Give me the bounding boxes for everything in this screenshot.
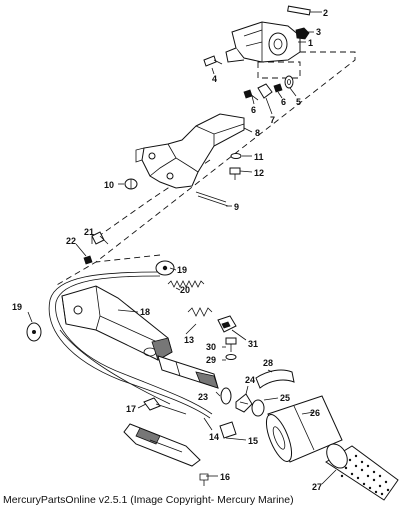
callout-30: 30 — [206, 342, 216, 352]
callout-11: 11 — [254, 152, 264, 162]
callout-1: 1 — [308, 38, 313, 48]
screw-part — [203, 55, 223, 67]
knob-part — [124, 178, 138, 190]
oring-clip-parts — [220, 387, 253, 413]
callout-12: 12 — [254, 168, 264, 178]
callout-7: 7 — [270, 115, 275, 125]
washer-bolt-parts — [229, 153, 242, 180]
callout-5: 5 — [296, 97, 301, 107]
callout-22: 22 — [66, 236, 76, 246]
callout-3: 3 — [316, 27, 321, 37]
cable-link-part — [187, 307, 237, 333]
ring-part — [251, 399, 265, 417]
nut-part — [295, 27, 310, 40]
callout-17: 17 — [126, 404, 136, 414]
spring-part — [167, 280, 205, 288]
small-hardware-parts — [83, 231, 109, 265]
callout-19-right: 19 — [177, 265, 187, 275]
callout-31: 31 — [248, 339, 258, 349]
callout-6a: 6 — [251, 105, 256, 115]
callout-25: 25 — [280, 393, 290, 403]
callout-29: 29 — [206, 355, 216, 365]
callout-2: 2 — [323, 8, 328, 18]
assembly-dashed-lines — [54, 51, 356, 287]
callout-24: 24 — [245, 375, 255, 385]
callout-23: 23 — [198, 392, 208, 402]
callout-9: 9 — [234, 202, 239, 212]
callout-19-left: 19 — [12, 302, 22, 312]
callout-16: 16 — [220, 472, 230, 482]
washer-part — [284, 75, 294, 89]
shift-mechanism-part — [123, 397, 237, 486]
callout-6b: 6 — [281, 97, 286, 107]
callout-4: 4 — [212, 74, 217, 84]
throttle-shaft-part — [157, 355, 219, 389]
callout-15: 15 — [248, 436, 258, 446]
callout-8: 8 — [255, 128, 260, 138]
callout-18: 18 — [140, 307, 150, 317]
steering-arm-part — [135, 113, 245, 189]
callout-20: 20 — [180, 285, 190, 295]
callout-14: 14 — [209, 432, 219, 442]
callout-21: 21 — [84, 227, 94, 237]
screw-washer-parts — [225, 337, 237, 360]
tiller-arm-part — [61, 285, 173, 361]
wire-part — [195, 191, 229, 207]
pivot-bracket-part — [225, 21, 301, 63]
fitting-parts — [243, 83, 283, 101]
callout-26: 26 — [310, 408, 320, 418]
handle-sleeve-part — [265, 395, 343, 463]
callout-13: 13 — [184, 335, 194, 345]
callout-10: 10 — [104, 180, 114, 190]
handle-grip-part — [325, 443, 399, 501]
callout-numbers: 1 2 3 4 5 6 6 7 8 9 10 11 12 13 14 15 16… — [12, 8, 328, 492]
disc-part-left — [26, 322, 42, 342]
callout-27: 27 — [312, 482, 322, 492]
disc-part-right — [155, 260, 175, 276]
pin-part — [287, 5, 311, 16]
shield-part — [255, 369, 295, 389]
copyright-caption: MercuryPartsOnline v2.5.1 (Image Copyrig… — [3, 494, 294, 506]
callout-leaders — [27, 11, 337, 485]
throttle-cable — [48, 271, 213, 419]
callout-28: 28 — [263, 358, 273, 368]
